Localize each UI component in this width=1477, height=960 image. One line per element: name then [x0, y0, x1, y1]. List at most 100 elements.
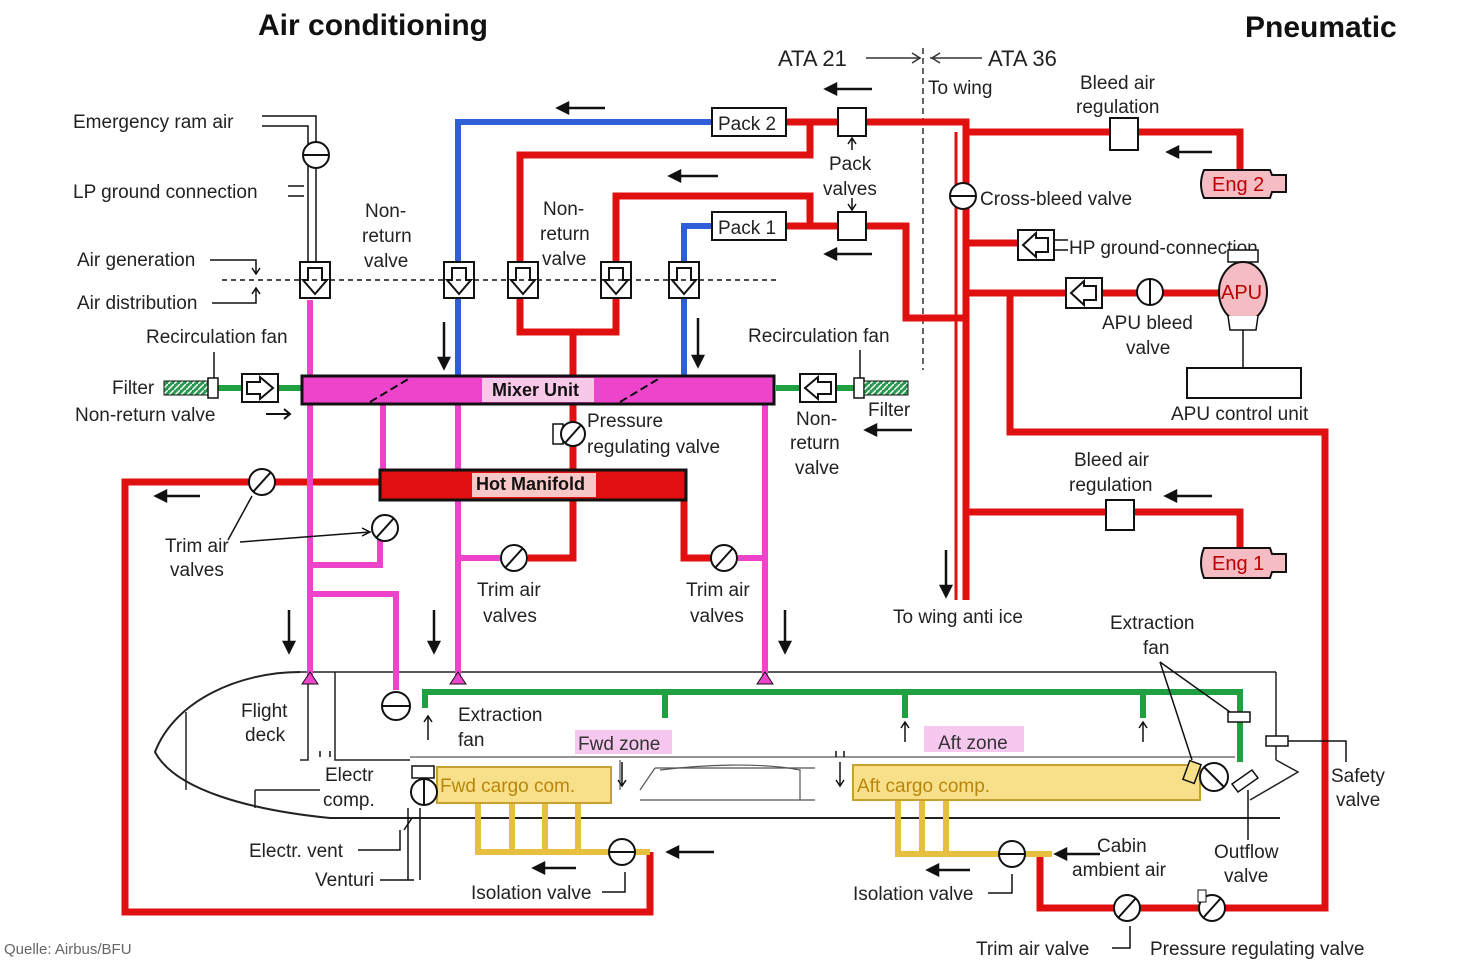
eng1-symbol — [1200, 547, 1287, 579]
pressure-regulating-valve-bottom-label: Pressure regulating valve — [1150, 939, 1364, 960]
non-return-valve-b-label-2: return — [540, 224, 590, 245]
heading-pneumatic: Pneumatic — [1245, 11, 1397, 44]
apu-bleed-valve-label-1: APU bleed — [1102, 313, 1193, 334]
generation-distribution-leaders — [210, 259, 261, 304]
trim-air-valves-mid-label-1: Trim air — [477, 580, 541, 601]
aft-cargo-ducting — [895, 800, 1052, 857]
recirc-fan-right — [853, 377, 865, 399]
non-return-valve-b-label-1: Non- — [543, 199, 584, 220]
eng1-label: Eng 1 — [1212, 553, 1264, 575]
aft-cargo-compartment — [852, 764, 1201, 801]
bleed-air-regulation-bottom-label-1: Bleed air — [1074, 450, 1150, 471]
air-distribution-label: Air distribution — [77, 293, 197, 314]
bleed-air-ducts — [121, 118, 1329, 916]
non-return-valve-a-label-3: valve — [364, 251, 408, 272]
isolation-valve-right-leader — [988, 874, 1013, 894]
ram-air-ducts — [262, 115, 317, 262]
ata21-label: ATA 21 — [778, 46, 847, 71]
filter-left — [163, 380, 209, 396]
fwd-cargo-compartment — [436, 766, 612, 804]
recirculation-fan-left-label: Recirculation fan — [146, 327, 288, 348]
trim-air-valves-left-label-2: valves — [170, 560, 224, 581]
electr-vent-lines — [403, 808, 421, 880]
cabin-ambient-air-label-1: Cabin — [1097, 836, 1147, 857]
bleed-air-regulation-bottom-label-2: regulation — [1069, 475, 1152, 496]
recirculation-fan-right-label: Recirculation fan — [748, 326, 890, 347]
outflow-valve-symbol — [1230, 768, 1260, 794]
extraction-fan-left-label-1: Extraction — [458, 705, 542, 726]
flow-arrows — [153, 81, 1212, 878]
fwd-cargo-label: Fwd cargo com. — [440, 776, 575, 797]
electr-comp-label-2: comp. — [323, 790, 375, 811]
apu-label: APU — [1221, 282, 1262, 304]
outflow-valve-label-1: Outflow — [1214, 842, 1279, 863]
air-generation-label: Air generation — [77, 250, 195, 271]
extraction-fan-left-label-2: fan — [458, 730, 484, 751]
aft-extraction-fan — [1181, 759, 1229, 792]
hot-manifold-label: Hot Manifold — [476, 474, 585, 494]
recirc-check-right-arrow — [803, 374, 832, 402]
trim-air-valves-right-label-1: Trim air — [686, 580, 750, 601]
bottom-regulating-valves — [1113, 889, 1226, 922]
trim-air-valves-left-label-1: Trim air — [165, 536, 229, 557]
trim-air-valves-right-label-2: valves — [690, 606, 744, 627]
pack2-label: Pack 2 — [718, 114, 776, 135]
extraction-fan-right-symbol — [1227, 711, 1251, 723]
extraction-fan-right-label-2: fan — [1143, 638, 1169, 659]
extraction-fan-right-leaders — [1159, 661, 1231, 761]
recirc-check-left-arrow — [246, 374, 275, 402]
apu-control-unit-box — [1186, 367, 1302, 399]
aft-zone-bg — [924, 726, 1024, 752]
pressure-regulating-valve-label-1: Pressure — [587, 411, 663, 432]
trim-air-valve-bottom-leader — [1112, 926, 1131, 949]
non-return-valve-b-label-3: valve — [542, 249, 586, 270]
cabin-ambient-air-label-2: ambient air — [1072, 860, 1167, 881]
pressure-regulating-valve-label-2: regulating valve — [587, 437, 720, 458]
return-flow-arrows — [319, 714, 1148, 788]
fuselage-internal-lines — [410, 756, 1235, 801]
non-return-valve-arrows — [300, 267, 699, 296]
venturi-label: Venturi — [315, 870, 374, 891]
safety-valve-leader — [1288, 740, 1347, 762]
trim-air-valve-bottom-label: Trim air valve — [976, 939, 1089, 960]
electr-comp-label-1: Electr — [325, 765, 374, 786]
eng2-label: Eng 2 — [1212, 174, 1264, 196]
isolation-valve-right-label: Isolation valve — [853, 884, 973, 905]
non-return-left-leader — [266, 408, 292, 420]
electr-vent-label: Electr. vent — [249, 841, 344, 862]
apu-check-arrow — [1069, 278, 1097, 308]
heading-air-conditioning: Air conditioning — [258, 9, 488, 42]
outflow-valve-label-2: valve — [1224, 866, 1268, 887]
cabin-air-outlets — [301, 671, 774, 685]
mixed-air-ducts — [307, 300, 768, 690]
trim-air-valves — [248, 468, 738, 572]
flight-deck-label-1: Flight — [241, 701, 288, 722]
ata-boundary — [866, 48, 982, 370]
non-return-valve-left-label: Non-return valve — [75, 405, 215, 426]
hp-ground-check-arrow — [1021, 230, 1049, 260]
apu-symbol — [1218, 249, 1268, 368]
cross-bleed-valve-label: Cross-bleed valve — [980, 189, 1132, 210]
to-wing-anti-ice-label: To wing anti ice — [893, 607, 1023, 628]
electr-vent-fan — [410, 765, 438, 806]
aft-cargo-label: Aft cargo comp. — [857, 776, 990, 797]
non-return-valve-a-label-2: return — [362, 226, 412, 247]
mixer-dash-right — [619, 377, 661, 403]
source-credit: Quelle: Airbus/BFU — [4, 941, 132, 958]
bleed-air-regulation-valve-bottom — [1105, 499, 1135, 531]
fwd-cargo-ducting — [475, 800, 650, 855]
extraction-fan-right-label-1: Extraction — [1110, 613, 1194, 634]
flight-deck-label-2: deck — [245, 725, 286, 746]
isolation-valves — [608, 838, 1026, 868]
hp-ground-connector — [1054, 239, 1068, 251]
recirc-fan-left — [207, 377, 219, 399]
filter-right — [863, 380, 909, 396]
to-wing-label: To wing — [928, 78, 992, 99]
fwd-zone-label: Fwd zone — [578, 734, 660, 755]
bleed-air-regulation-top-label-1: Bleed air — [1080, 73, 1156, 94]
apu-control-unit-label: APU control unit — [1171, 404, 1309, 425]
pack-valves-label-2: valves — [823, 179, 877, 200]
trim-air-valves-mid-label-2: valves — [483, 606, 537, 627]
trim-air-leaders — [227, 495, 372, 543]
